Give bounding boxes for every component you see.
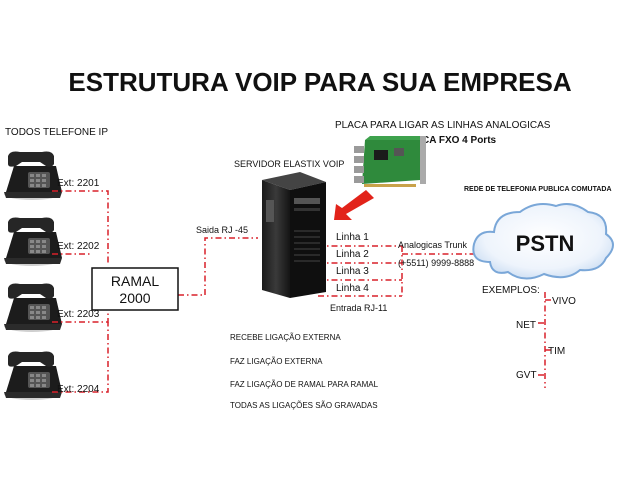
card-title: PLACA PARA LIGAR AS LINHAS ANALOGICAS	[335, 120, 551, 131]
connection-lines	[52, 190, 552, 393]
feature-item: TODAS AS LIGAÇÕES SÃO GRAVADAS	[230, 401, 378, 410]
trunk-label: Analogicas Trunk	[398, 240, 468, 250]
linha-label: Linha 3	[336, 266, 369, 277]
saida-label: Saida RJ -45	[196, 225, 248, 235]
server-icon	[262, 172, 326, 298]
extension-label: Ext: 2203	[57, 309, 100, 320]
linha-label: Linha 2	[336, 249, 369, 260]
ip-phone-icon	[4, 217, 62, 266]
feature-item: RECEBE LIGAÇÃO EXTERNA	[230, 333, 341, 342]
feature-item: FAZ LIGAÇÃO DE RAMAL PARA RAMAL	[230, 380, 379, 389]
page-title: ESTRUTURA VOIP PARA SUA EMPRESA	[68, 67, 571, 97]
linha-label: Linha 4	[336, 283, 369, 294]
ramal-box	[91, 267, 179, 311]
card-name: PLACA FXO 4 Ports	[402, 135, 497, 146]
example-item: VIVO	[552, 296, 576, 307]
arrow-icon	[334, 190, 374, 220]
pstn-cloud-icon	[472, 203, 614, 280]
feature-item: FAZ LIGAÇÃO EXTERNA	[230, 357, 323, 366]
extension-label: Ext: 2204	[57, 384, 100, 395]
trunk-number: (+5511) 9999-8888	[398, 258, 474, 268]
ip-phone-icon	[4, 151, 62, 200]
ramal-number: 2000	[119, 290, 150, 306]
extension-label: Ext: 2201	[57, 178, 100, 189]
linha-label: Linha 1	[336, 232, 369, 243]
examples-label: EXEMPLOS:	[482, 285, 540, 296]
pstn-network-label: REDE DE TELEFONIA PUBLICA COMUTADA	[464, 186, 612, 193]
entrada-label: Entrada RJ-11	[330, 303, 387, 313]
server-label: SERVIDOR ELASTIX VOIP	[234, 159, 344, 169]
extension-label: Ext: 2202	[57, 241, 100, 252]
example-item: GVT	[516, 370, 537, 381]
ip-phone-icon	[4, 283, 62, 332]
pstn-name: PSTN	[516, 231, 575, 256]
fxo-card-icon	[354, 136, 426, 187]
example-item: TIM	[548, 346, 565, 357]
phones-title: TODOS TELEFONE IP	[5, 127, 108, 138]
example-item: NET	[516, 320, 536, 331]
ramal-label: RAMAL	[111, 273, 159, 289]
